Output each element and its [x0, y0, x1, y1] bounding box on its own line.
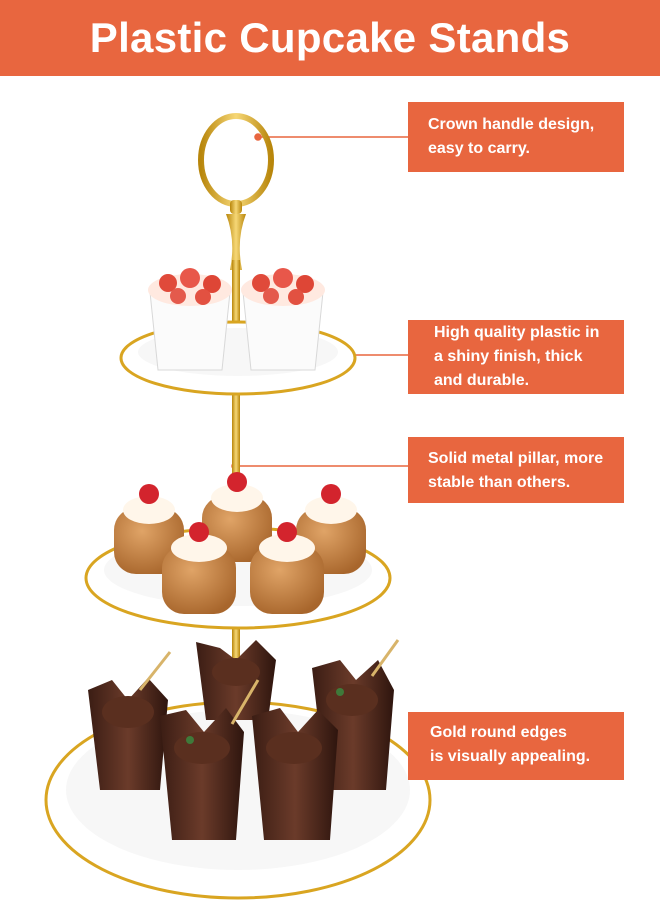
callout-line: a shiny finish, thick — [434, 348, 583, 365]
callout-line: is visually appealing. — [430, 748, 591, 765]
callout-line: stable than others. — [428, 474, 571, 491]
callout-line: Solid metal pillar, more — [428, 450, 604, 467]
bottom-tulip-cupcakes — [88, 639, 400, 840]
callout-line: Crown handle design, — [428, 116, 595, 133]
page-title: Plastic Cupcake Stands — [89, 14, 571, 61]
callout-metal-pillar: Solid metal pillar, more stable than oth… — [408, 437, 624, 503]
callout-gold-edges: Gold round edges is visually appealing. — [408, 712, 624, 780]
cupcake-stand-illustration — [44, 113, 432, 900]
callout-line: and durable. — [434, 372, 530, 389]
title-banner: Plastic Cupcake Stands — [0, 0, 660, 76]
top-cupcakes — [148, 268, 325, 371]
callout-line: easy to carry. — [428, 140, 530, 157]
callout-plastic-quality: High quality plastic in a shiny finish, … — [408, 320, 624, 394]
middle-cakes — [114, 472, 366, 614]
crown-handle-icon — [198, 113, 274, 270]
callout-line: High quality plastic in — [434, 324, 600, 341]
callout-line: Gold round edges — [430, 724, 567, 741]
callout-crown-handle: Crown handle design, easy to carry. — [408, 102, 624, 172]
